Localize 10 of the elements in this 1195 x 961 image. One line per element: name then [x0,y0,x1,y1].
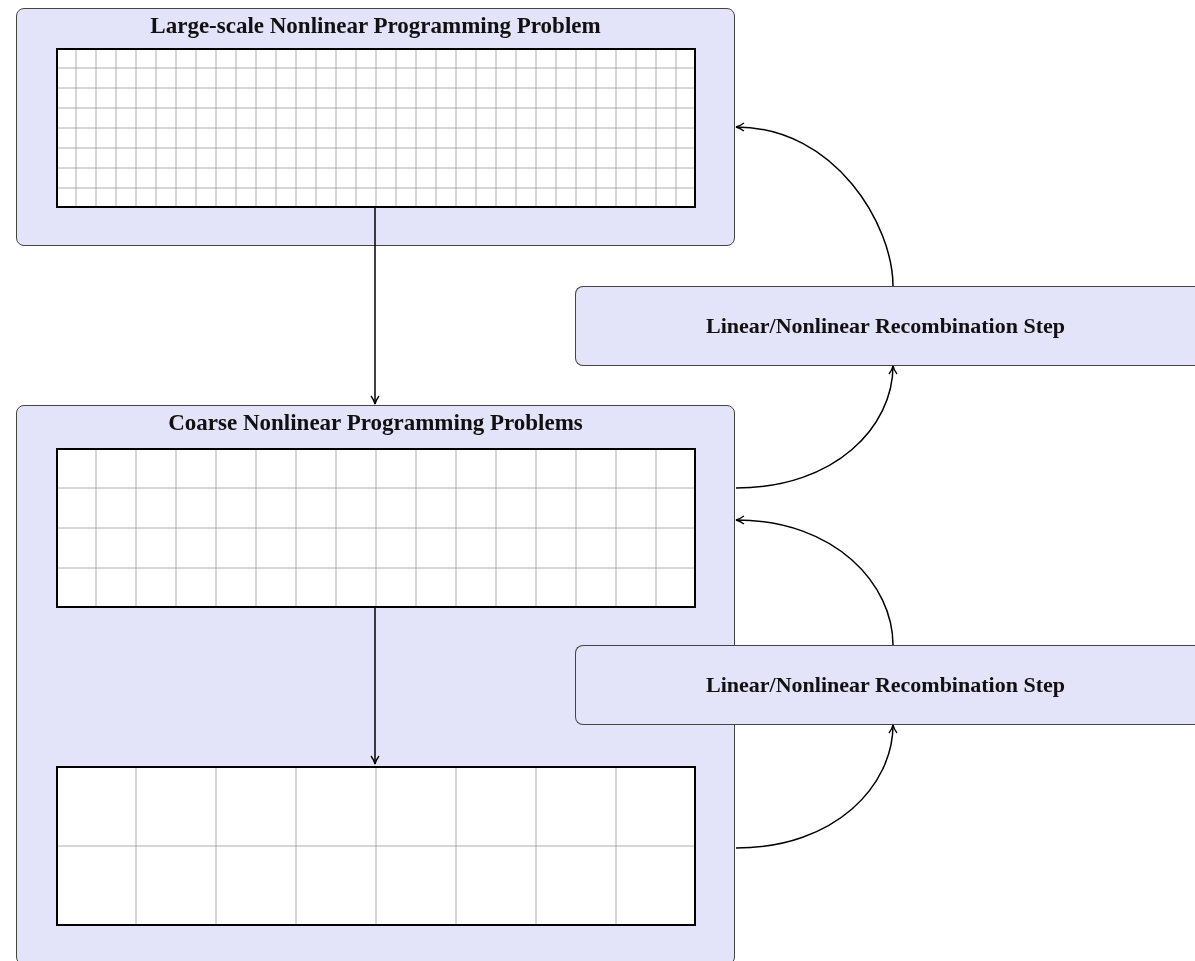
step-label: Linear/Nonlinear Recombination Step [706,672,1065,698]
panel-heading: Large-scale Nonlinear Programming Problem [149,13,602,39]
panel-heading: Coarse Nonlinear Programming Problems [167,410,584,436]
grid-drawing [56,48,696,208]
grid-drawing [56,766,696,926]
problem-panel [16,8,735,246]
grid-drawing [56,448,696,608]
step-box [575,286,1195,366]
step-box [575,645,1195,725]
step-label: Linear/Nonlinear Recombination Step [706,313,1065,339]
